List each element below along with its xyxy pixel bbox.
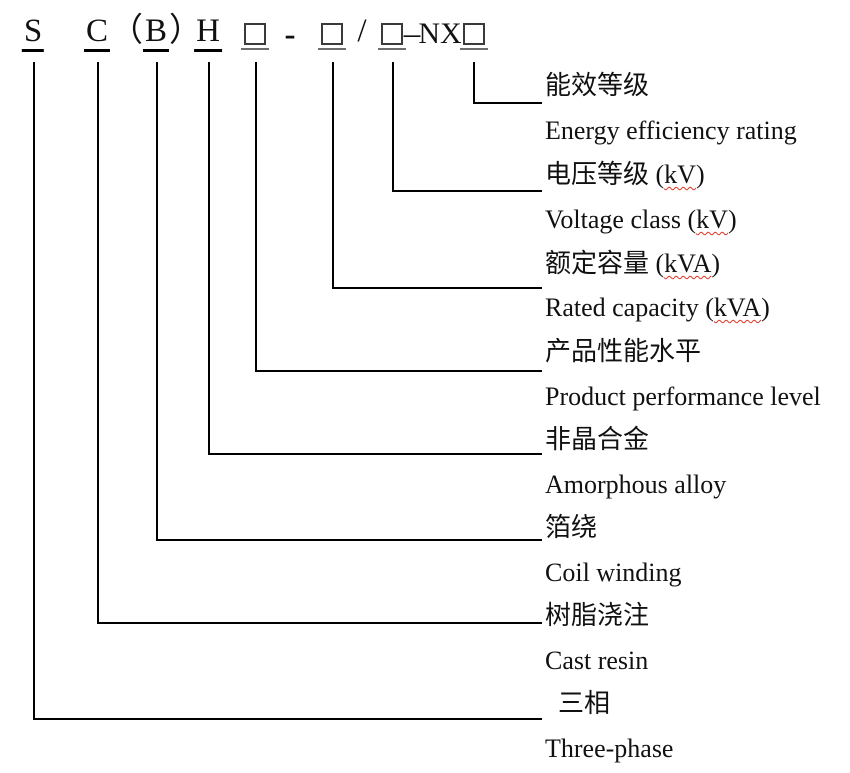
code-letter-s-text: S <box>21 13 45 52</box>
connector-line-cast-resin <box>97 62 542 624</box>
label-en-coil-winding: Coil winding <box>545 558 682 587</box>
label-zh-three-phase: 三相 <box>558 689 611 718</box>
placeholder-box-icon <box>244 23 266 45</box>
placeholder-box-icon <box>463 23 485 45</box>
placeholder-box-icon <box>381 23 403 45</box>
connector-line-voltage-class <box>392 62 542 192</box>
connector-line-three-phase <box>33 62 542 720</box>
label-zh-cast-resin: 树脂浇注 <box>545 601 650 630</box>
label-en-amorphous-alloy: Amorphous alloy <box>545 470 727 499</box>
code-hyphen: - <box>284 17 296 53</box>
placeholder-box-efficiency <box>460 23 488 50</box>
placeholder-box-voltage <box>378 23 406 50</box>
code-letter-h: H <box>194 13 222 52</box>
connector-line-coil-winding <box>156 62 542 541</box>
label-zh-voltage-class: 电压等级 (kV) <box>545 160 705 189</box>
label-zh-product-performance-level: 产品性能水平 <box>545 337 702 366</box>
code-letter-c-text: C <box>83 13 111 52</box>
code-letter-c: C <box>83 13 111 52</box>
label-en-voltage-class: Voltage class (kV) <box>545 205 737 234</box>
label-en-product-performance-level: Product performance level <box>545 382 821 411</box>
code-paren-open: （ <box>109 13 143 49</box>
code-group-b: （B） <box>109 13 203 52</box>
code-letter-h-text: H <box>194 13 222 52</box>
code-letter-b-text: B <box>142 13 170 52</box>
connector-line-performance-level <box>255 62 542 372</box>
label-en-energy-efficiency-rating: Energy efficiency rating <box>545 116 797 145</box>
code-paren-close: ） <box>169 13 203 49</box>
label-en-rated-capacity: Rated capacity (kVA) <box>545 293 770 322</box>
code-letters-nx: NX <box>418 17 462 50</box>
code-letter-s: S <box>21 13 45 52</box>
label-zh-energy-efficiency-rating: 能效等级 <box>545 71 650 100</box>
connector-line-amorphous-alloy <box>208 62 542 455</box>
label-en-three-phase: Three-phase <box>545 734 674 763</box>
code-slash: / <box>357 13 367 49</box>
placeholder-box-icon <box>321 23 343 45</box>
label-zh-coil-winding: 箔绕 <box>545 513 598 542</box>
placeholder-box-performance <box>241 23 269 50</box>
placeholder-box-capacity <box>318 23 346 50</box>
connector-line-rated-capacity <box>332 62 542 289</box>
connector-line-energy-efficiency <box>473 62 542 104</box>
code-dash: – <box>403 16 421 52</box>
label-en-cast-resin: Cast resin <box>545 646 649 675</box>
label-zh-amorphous-alloy: 非晶合金 <box>545 425 650 454</box>
label-zh-rated-capacity: 额定容量 (kVA) <box>545 249 721 278</box>
